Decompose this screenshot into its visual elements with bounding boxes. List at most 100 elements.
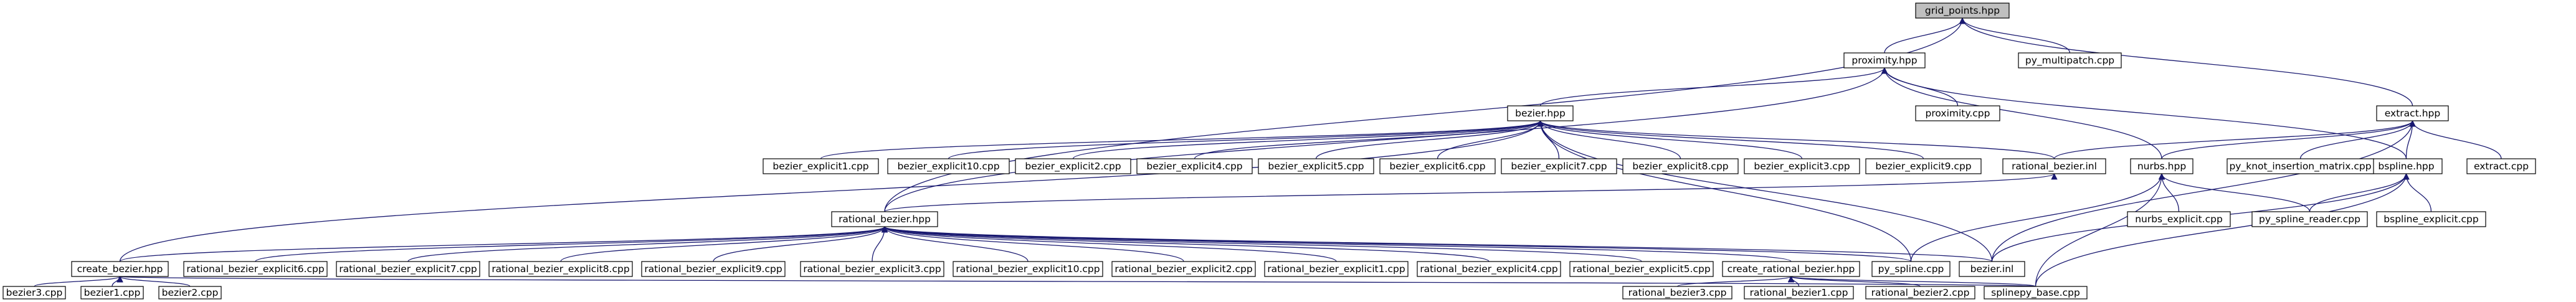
node-nurbs-hpp[interactable]: nurbs.hpp <box>2130 158 2193 174</box>
node-extract-hpp[interactable]: extract.hpp <box>2376 105 2449 121</box>
node-box <box>2 286 66 300</box>
edge-bspline_hpp-to-proximity_hpp <box>1881 67 2407 159</box>
node-grid-points-hpp[interactable]: grid_points.hpp <box>1915 2 2010 19</box>
edge-bezier_hpp-to-proximity_hpp <box>1539 67 1888 106</box>
node-rational-bezier3-cpp[interactable]: rational_bezier3.cpp <box>1622 286 1732 300</box>
node-rational-bezier-explicit6-cpp[interactable]: rational_bezier_explicit6.cpp <box>183 261 328 277</box>
edge-rational_bezier3_cpp-to-create_rational_bezier_hpp <box>1676 275 1794 287</box>
node-extract-cpp[interactable]: extract.cpp <box>2466 158 2536 174</box>
node-py-spline-reader-cpp[interactable]: py_spline_reader.cpp <box>2251 211 2368 227</box>
node-box <box>488 261 633 277</box>
node-label: rational_bezier1.cpp <box>1750 287 1848 299</box>
node-label: bezier_explicit5.cpp <box>1268 161 1364 172</box>
node-splinepy-base-cpp[interactable]: splinepy_base.cpp <box>1984 286 2088 300</box>
node-bspline-explicit-cpp[interactable]: bspline_explicit.cpp <box>2376 211 2486 227</box>
node-label: create_rational_bezier.hpp <box>1728 263 1855 275</box>
node-rational-bezier-explicit10-cpp[interactable]: rational_bezier_explicit10.cpp <box>953 261 1103 277</box>
node-py-knot-insertion-matrix-cpp[interactable]: py_knot_insertion_matrix.cpp <box>2227 158 2374 174</box>
node-rational-bezier-explicit3-cpp[interactable]: rational_bezier_explicit3.cpp <box>800 261 944 277</box>
edge-rational_bezier_explicit5_cpp-to-rational_bezier_hpp <box>882 225 1642 262</box>
node-box <box>1015 158 1131 174</box>
node-box <box>953 261 1103 277</box>
edge-rational_bezier_hpp-to-proximity_hpp <box>884 67 1888 212</box>
node-label: bezier_explicit3.cpp <box>1754 161 1850 172</box>
edge-bezier_explicit9_cpp-to-bezier_hpp <box>1537 120 1924 159</box>
node-label: bezier_explicit6.cpp <box>1389 161 1485 172</box>
node-rational-bezier-explicit2-cpp[interactable]: rational_bezier_explicit2.cpp <box>1111 261 1256 277</box>
node-bezier-explicit9-cpp[interactable]: bezier_explicit9.cpp <box>1865 158 1982 174</box>
node-box <box>183 261 328 277</box>
node-label: rational_bezier_explicit5.cpp <box>1572 263 1710 275</box>
node-label: rational_bezier_explicit8.cpp <box>492 263 629 275</box>
edge-splinepy_base_cpp-to-nurbs_hpp <box>2035 172 2165 287</box>
node-rational-bezier-inl[interactable]: rational_bezier.inl <box>2002 158 2106 174</box>
node-label: bezier_explicit1.cpp <box>772 161 868 172</box>
node-label: bezier.inl <box>1970 263 2014 275</box>
node-bezier-explicit5-cpp[interactable]: bezier_explicit5.cpp <box>1258 158 1374 174</box>
node-box <box>1915 2 2010 19</box>
node-bezier-inl[interactable]: bezier.inl <box>1959 261 2025 277</box>
node-label: bspline.hpp <box>2378 161 2434 172</box>
edge-extract_hpp-to-grid_points_hpp <box>1959 17 2413 106</box>
edge-create_bezier_hpp-to-bezier_hpp <box>119 120 1544 262</box>
node-bezier-explicit8-cpp[interactable]: bezier_explicit8.cpp <box>1622 158 1739 174</box>
node-box <box>336 261 480 277</box>
edge-rational_bezier_inl-to-extract_hpp <box>2053 120 2416 159</box>
node-rational-bezier-explicit9-cpp[interactable]: rational_bezier_explicit9.cpp <box>641 261 786 277</box>
node-py-multipatch-cpp[interactable]: py_multipatch.cpp <box>2018 52 2122 68</box>
edge-rational_bezier_explicit4_cpp-to-rational_bezier_hpp <box>882 225 1490 262</box>
node-bezier2-cpp[interactable]: bezier2.cpp <box>158 286 222 300</box>
node-label: bezier_explicit8.cpp <box>1632 161 1728 172</box>
node-rational-bezier2-cpp[interactable]: rational_bezier2.cpp <box>1865 286 1975 300</box>
node-rational-bezier-explicit7-cpp[interactable]: rational_bezier_explicit7.cpp <box>336 261 480 277</box>
edge-py_spline_reader_cpp-to-bspline_hpp <box>2309 172 2410 212</box>
node-bezier-explicit4-cpp[interactable]: bezier_explicit4.cpp <box>1136 158 1253 174</box>
node-label: rational_bezier_explicit2.cpp <box>1115 263 1252 275</box>
node-box <box>887 158 1010 174</box>
node-bezier-hpp[interactable]: bezier.hpp <box>1507 105 1574 121</box>
node-box <box>1722 261 1860 277</box>
edge-splinepy_base_cpp-to-create_bezier_hpp <box>119 276 2037 287</box>
node-bezier-explicit6-cpp[interactable]: bezier_explicit6.cpp <box>1379 158 1496 174</box>
edge-rational_bezier_hpp-to-grid_points_hpp <box>884 17 1966 212</box>
node-label: bezier1.cpp <box>84 287 141 298</box>
edge-bezier3_cpp-to-create_bezier_hpp <box>34 275 123 287</box>
node-label: proximity.hpp <box>1851 55 1917 66</box>
node-bezier3-cpp[interactable]: bezier3.cpp <box>2 286 66 300</box>
node-bezier-explicit2-cpp[interactable]: bezier_explicit2.cpp <box>1015 158 1131 174</box>
node-create-bezier-hpp[interactable]: create_bezier.hpp <box>71 261 169 277</box>
node-rational-bezier-explicit4-cpp[interactable]: rational_bezier_explicit4.cpp <box>1417 261 1561 277</box>
node-proximity-cpp[interactable]: proximity.cpp <box>1915 105 2000 121</box>
node-label: rational_bezier_explicit7.cpp <box>339 263 477 275</box>
node-box <box>1871 261 1951 277</box>
node-label: extract.cpp <box>2474 161 2529 172</box>
node-box <box>2227 158 2374 174</box>
node-bezier-explicit7-cpp[interactable]: bezier_explicit7.cpp <box>1501 158 1617 174</box>
node-box <box>1379 158 1496 174</box>
node-rational-bezier1-cpp[interactable]: rational_bezier1.cpp <box>1744 286 1854 300</box>
node-box <box>2370 158 2443 174</box>
node-create-rational-bezier-hpp[interactable]: create_rational_bezier.hpp <box>1722 261 1860 277</box>
node-bezier1-cpp[interactable]: bezier1.cpp <box>80 286 144 300</box>
edge-rational_bezier_explicit9_cpp-to-rational_bezier_hpp <box>713 225 888 262</box>
edge-rational_bezier_explicit6_cpp-to-rational_bezier_hpp <box>255 225 888 262</box>
node-rational-bezier-hpp[interactable]: rational_bezier.hpp <box>831 211 938 227</box>
edge-create_bezier_hpp-to-rational_bezier_hpp <box>119 225 888 262</box>
node-bspline-hpp[interactable]: bspline.hpp <box>2370 158 2443 174</box>
node-nurbs-explicit-cpp[interactable]: nurbs_explicit.cpp <box>2127 211 2231 227</box>
node-py-spline-cpp[interactable]: py_spline.cpp <box>1871 261 1951 277</box>
node-proximity-hpp[interactable]: proximity.hpp <box>1843 52 1926 68</box>
node-label: rational_bezier_explicit10.cpp <box>956 263 1100 275</box>
node-bezier-explicit10-cpp[interactable]: bezier_explicit10.cpp <box>887 158 1010 174</box>
node-rational-bezier-explicit1-cpp[interactable]: rational_bezier_explicit1.cpp <box>1264 261 1409 277</box>
edge-bezier_explicit2_cpp-to-bezier_hpp <box>1072 120 1544 159</box>
node-label: extract.hpp <box>2385 108 2440 119</box>
node-bezier-explicit3-cpp[interactable]: bezier_explicit3.cpp <box>1744 158 1860 174</box>
node-bezier-explicit1-cpp[interactable]: bezier_explicit1.cpp <box>763 158 879 174</box>
node-rational-bezier-explicit5-cpp[interactable]: rational_bezier_explicit5.cpp <box>1569 261 1714 277</box>
node-rational-bezier-explicit8-cpp[interactable]: rational_bezier_explicit8.cpp <box>488 261 633 277</box>
node-box <box>2251 211 2368 227</box>
node-box <box>1569 261 1714 277</box>
edge-bezier_explicit5_cpp-to-bezier_hpp <box>1315 120 1544 159</box>
